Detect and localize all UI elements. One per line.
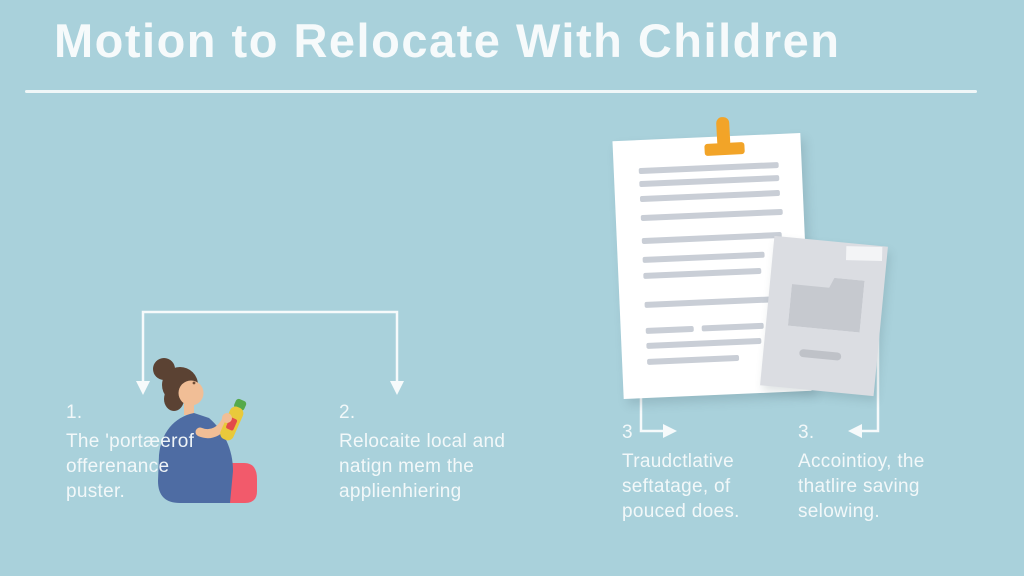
pin-icon: [702, 116, 748, 160]
document-text-line: [646, 337, 762, 349]
step-4-line: Accointioy, the: [798, 451, 925, 472]
title-divider: [25, 90, 977, 93]
step-4-line: selowing.: [798, 501, 880, 522]
step-4: 3. Accointioy, the thatlire saving selow…: [798, 420, 925, 524]
document-text-line: [641, 231, 782, 245]
person-illustration: [153, 358, 257, 503]
step-3-line: seftatage, of: [622, 476, 731, 497]
arrow-down-icon: [390, 381, 404, 395]
folder-icon: [788, 274, 865, 333]
document-text-line: [638, 161, 779, 175]
step-2-line: Relocaite local and: [339, 431, 506, 452]
step-2-line: applienhiering: [339, 481, 462, 502]
document-text-line: [645, 325, 694, 334]
document-text-line: [643, 267, 762, 280]
page-title: Motion to Relocate With Children: [54, 14, 841, 67]
face: [178, 380, 204, 406]
document-text-line: [642, 251, 765, 264]
step-3-line: pouced does.: [622, 501, 740, 522]
step-2-line: natign mem the: [339, 456, 475, 477]
document-text-line: [639, 174, 780, 188]
document-text-line: [640, 208, 783, 222]
step-3-number: 3: [622, 422, 633, 443]
step-1-line: offerenance: [66, 456, 170, 477]
folder-card-illustration: [760, 235, 888, 397]
document-text-line: [639, 189, 781, 203]
step-3: 3 Traudctlative seftatage, of pouced doe…: [622, 420, 740, 524]
hand: [222, 413, 232, 423]
step-2-number: 2.: [339, 402, 356, 423]
step-1: 1. The 'portæerof offerenance puster.: [66, 400, 194, 504]
folder-label-line: [798, 348, 842, 361]
step-1-number: 1.: [66, 402, 83, 423]
step-4-line: thatlire saving: [798, 476, 920, 497]
step-3-line: Traudctlative: [622, 451, 734, 472]
step-4-number: 3.: [798, 422, 815, 443]
document-text-line: [701, 322, 764, 332]
document-text-line: [646, 354, 740, 365]
brow-mark: [192, 381, 196, 385]
step-1-line: The 'portæerof: [66, 431, 195, 452]
step-2: 2. Relocaite local and natign mem the ap…: [339, 400, 505, 504]
folder-tab: [845, 246, 883, 262]
document-text-line: [644, 295, 783, 308]
step-1-line: puster.: [66, 481, 126, 502]
pin-base: [704, 141, 745, 157]
